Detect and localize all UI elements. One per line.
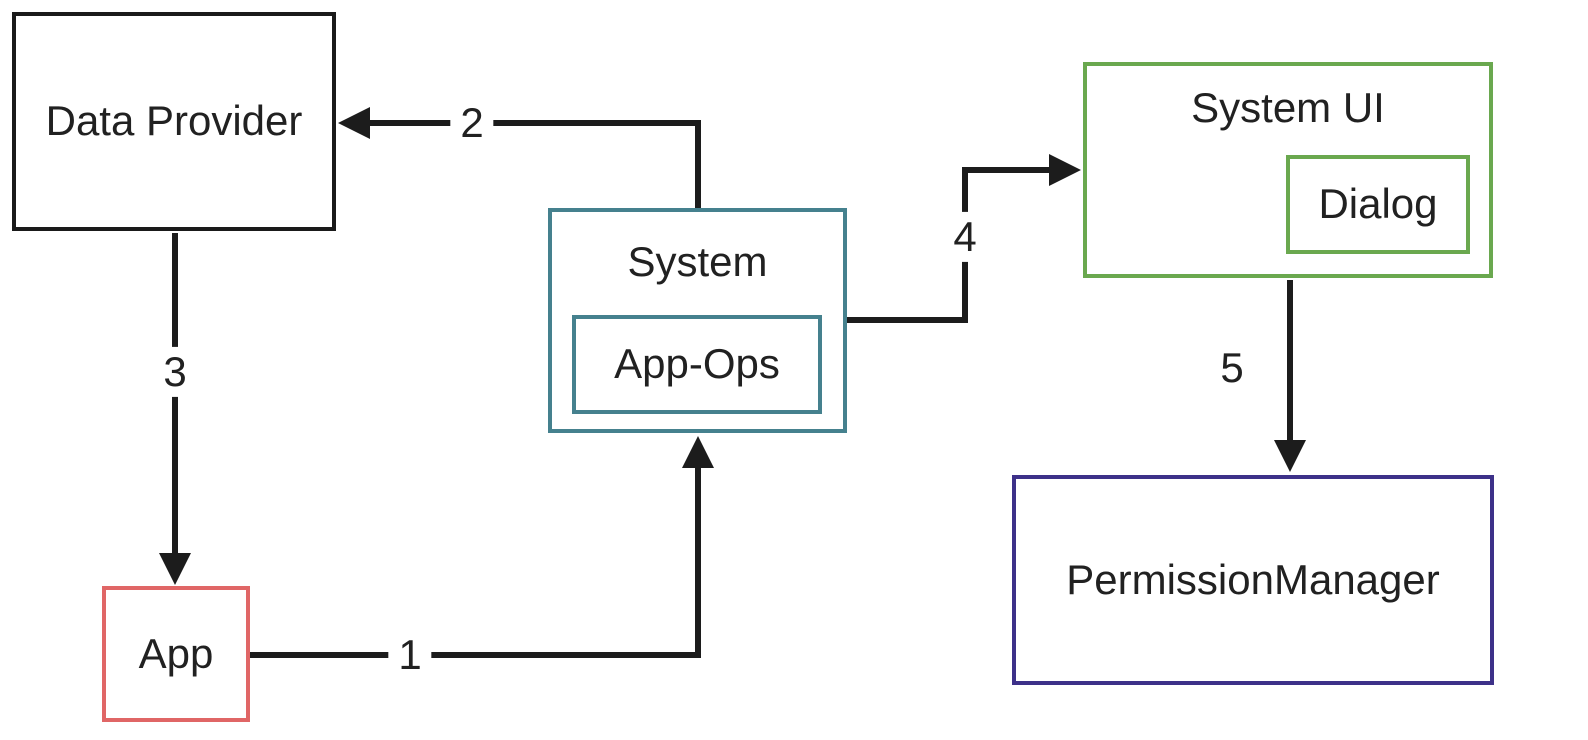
node-data-provider-label: Data Provider	[45, 97, 303, 145]
edge-1-line	[250, 466, 701, 658]
edge-3-arrowhead-down-icon	[159, 553, 191, 585]
edge-2-arrowhead-left-icon	[338, 107, 370, 139]
node-app-ops: App-Ops	[572, 315, 822, 414]
node-system-ui-label: System UI	[1191, 84, 1385, 131]
edge-4-arrowhead-right-icon	[1049, 154, 1081, 186]
edge-2-line	[366, 120, 701, 212]
node-app: App	[102, 586, 250, 722]
node-permission-manager: PermissionManager	[1012, 475, 1494, 685]
edge-label-1: 1	[388, 629, 432, 681]
node-dialog: Dialog	[1286, 155, 1470, 254]
edge-label-2: 2	[450, 97, 494, 149]
node-app-label: App	[138, 629, 214, 677]
node-system-label: System	[627, 238, 768, 285]
node-dialog-label: Dialog	[1318, 180, 1438, 228]
node-data-provider: Data Provider	[12, 12, 336, 231]
node-permission-manager-label: PermissionManager	[1066, 555, 1440, 603]
edge-label-3: 3	[153, 346, 197, 398]
edge-1-arrowhead-up-icon	[682, 436, 714, 468]
node-system: System App-Ops	[548, 208, 847, 433]
edge-5-arrowhead-down-icon	[1274, 440, 1306, 472]
node-system-ui: System UI Dialog	[1083, 62, 1493, 278]
edge-label-4: 4	[943, 211, 987, 263]
edge-label-5: 5	[1210, 342, 1254, 394]
node-app-ops-label: App-Ops	[614, 340, 780, 388]
